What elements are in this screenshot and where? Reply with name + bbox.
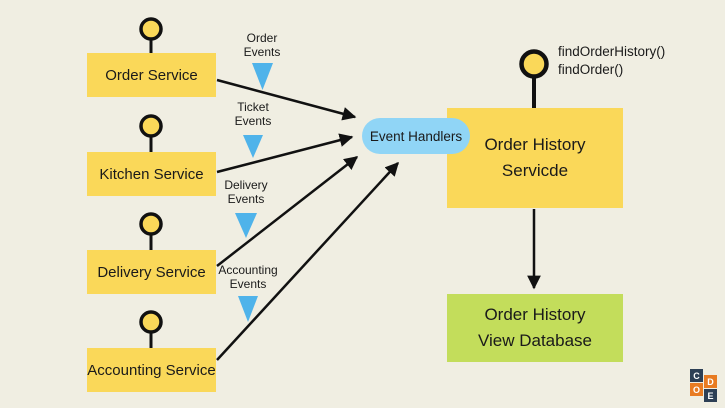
logo-letter-o: O xyxy=(690,383,703,396)
find-order-method: findOrder() xyxy=(558,62,624,77)
accounting-service-box: Accounting Service xyxy=(87,348,216,392)
order-events-triangle-icon xyxy=(252,63,273,90)
order-history-view-database-box: Order History View Database xyxy=(447,294,623,362)
delivery-events-line1: Delivery xyxy=(224,178,268,192)
arrow-order-to-handlers xyxy=(216,78,357,121)
arrow-accounting-to-handlers xyxy=(216,161,399,361)
ticket-events-line1: Ticket xyxy=(237,100,269,114)
accounting-events-triangle-icon xyxy=(238,296,258,322)
delivery-service-box: Delivery Service xyxy=(87,250,216,294)
ticket-events-line2: Events xyxy=(234,113,272,128)
delivery-events-label: Delivery Events xyxy=(204,178,288,206)
order-service-box: Order Service xyxy=(87,53,216,97)
view-database-line2: View Database xyxy=(477,331,593,350)
lollipop-interface-icon xyxy=(139,17,163,55)
kitchen-service-label: Kitchen Service xyxy=(99,165,204,183)
ticket-events-label: Ticket Events xyxy=(211,100,295,128)
order-events-line1: Order xyxy=(246,31,278,45)
arrow-delivery-to-handlers xyxy=(216,156,359,267)
arrow-kitchen-to-handlers xyxy=(216,133,354,174)
delivery-events-triangle-icon xyxy=(235,213,257,238)
accounting-events-line1: Accounting xyxy=(218,263,278,277)
view-database-line1: Order History xyxy=(484,305,586,324)
delivery-events-line2: Events xyxy=(227,191,265,206)
lollipop-interface-icon xyxy=(139,114,163,154)
order-history-service-line2: Servicde xyxy=(501,161,569,180)
logo-letter-d: D xyxy=(704,375,717,388)
find-order-history-method: findOrderHistory() xyxy=(558,44,666,59)
ticket-events-triangle-icon xyxy=(243,135,263,158)
order-events-label: Order Events xyxy=(220,31,304,59)
lollipop-interface-icon xyxy=(139,310,163,350)
interface-methods-label: findOrderHistory() findOrder() xyxy=(558,43,665,79)
order-history-service-box: Order History Servicde xyxy=(447,108,623,208)
lollipop-interface-icon xyxy=(139,212,163,252)
event-handlers-label: Event Handlers xyxy=(369,128,463,144)
accounting-service-label: Accounting Service xyxy=(87,361,216,379)
order-events-line2: Events xyxy=(243,44,281,59)
delivery-service-label: Delivery Service xyxy=(97,263,206,281)
lollipop-interface-icon xyxy=(519,49,549,110)
logo-letter-c: C xyxy=(690,369,703,382)
code-logo: C D O E xyxy=(690,369,718,402)
order-service-label: Order Service xyxy=(105,66,198,84)
accounting-events-line2: Events xyxy=(229,276,267,291)
logo-letter-e: E xyxy=(704,389,717,402)
kitchen-service-box: Kitchen Service xyxy=(87,152,216,196)
event-handlers-pill: Event Handlers xyxy=(362,118,470,154)
accounting-events-label: Accounting Events xyxy=(206,263,290,291)
order-history-service-line1: Order History xyxy=(484,135,586,154)
